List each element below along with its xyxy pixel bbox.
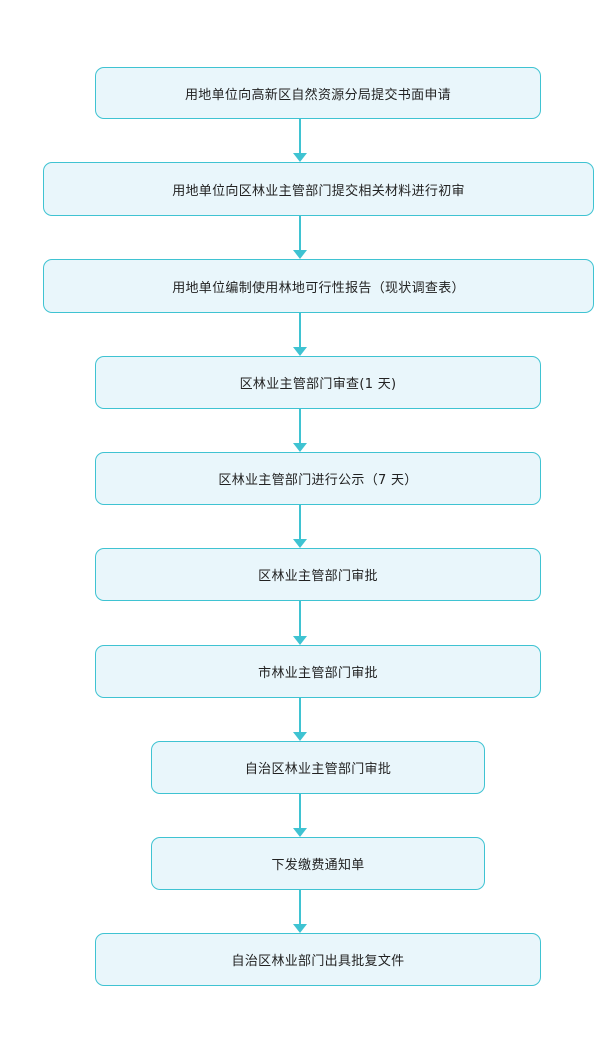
flow-arrow-1 — [293, 119, 307, 162]
flow-step-9: 下发缴费通知单 — [151, 837, 485, 890]
flow-arrow-3 — [293, 313, 307, 356]
flow-step-8: 自治区林业主管部门审批 — [151, 741, 485, 794]
flow-step-5: 区林业主管部门进行公示（7 天） — [95, 452, 541, 505]
flow-step-10: 自治区林业部门出具批复文件 — [95, 933, 541, 986]
flow-arrow-4 — [293, 409, 307, 452]
flow-step-2: 用地单位向区林业主管部门提交相关材料进行初审 — [43, 162, 594, 216]
flow-step-6: 区林业主管部门审批 — [95, 548, 541, 601]
flow-arrow-6 — [293, 601, 307, 645]
flow-arrow-9 — [293, 890, 307, 933]
flow-step-3: 用地单位编制使用林地可行性报告（现状调查表） — [43, 259, 594, 313]
flow-arrow-5 — [293, 505, 307, 548]
flow-step-1: 用地单位向高新区自然资源分局提交书面申请 — [95, 67, 541, 119]
flow-arrow-2 — [293, 216, 307, 259]
flow-arrow-8 — [293, 794, 307, 837]
flow-step-7: 市林业主管部门审批 — [95, 645, 541, 698]
flow-step-4: 区林业主管部门审查(1 天) — [95, 356, 541, 409]
flow-arrow-7 — [293, 698, 307, 741]
